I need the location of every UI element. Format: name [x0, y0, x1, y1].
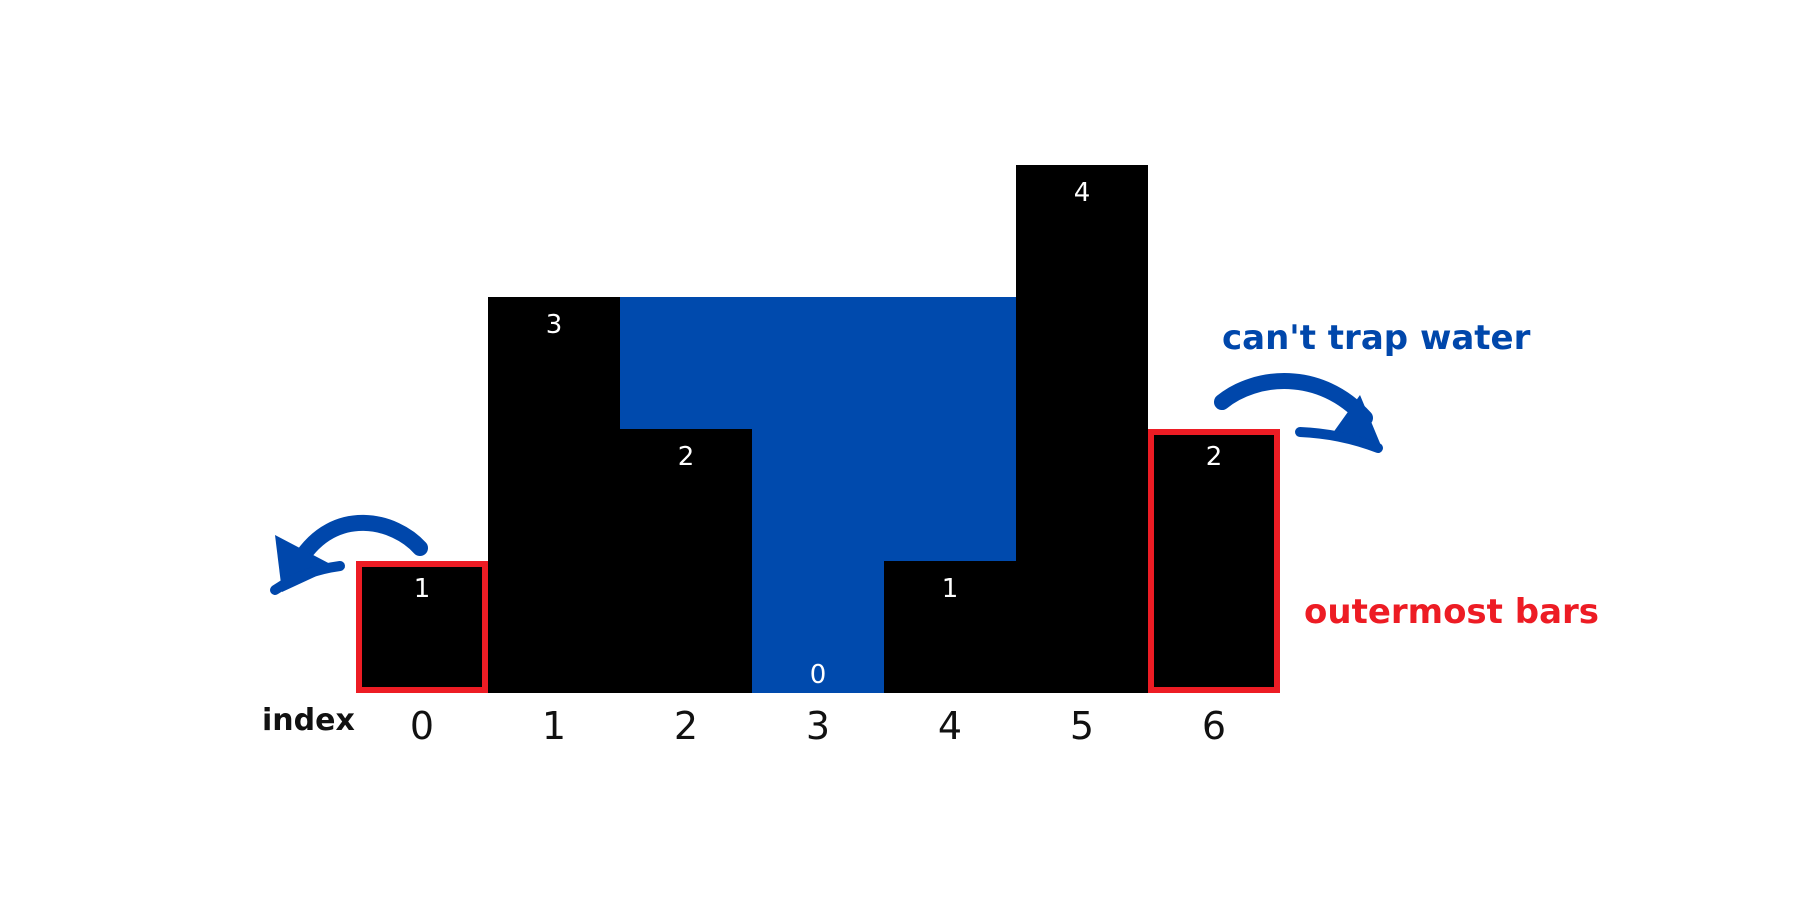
curved-arrow-left-icon	[270, 514, 428, 595]
index-label-1: 1	[542, 704, 566, 748]
bar-value-label-5: 4	[1074, 178, 1091, 208]
index-label-2: 2	[674, 704, 698, 748]
cant-trap-water-note: can't trap water	[1222, 318, 1531, 358]
bar-layer	[356, 165, 1280, 693]
water-fill-2	[620, 297, 752, 429]
bar-value-label-3: 0	[810, 660, 827, 690]
bar-4	[884, 561, 1016, 693]
index-axis-label: index	[262, 703, 355, 738]
water-fill-4	[884, 297, 1016, 561]
index-label-4: 4	[938, 704, 962, 748]
bar-value-label-1: 3	[546, 310, 563, 340]
index-label-6: 6	[1202, 704, 1226, 748]
bar-value-label-0: 1	[414, 574, 431, 604]
outermost-bars-note: outermost bars	[1304, 592, 1599, 632]
bar-6-highlighted	[1148, 429, 1280, 693]
bar-2	[620, 429, 752, 693]
index-label-3: 3	[806, 704, 830, 748]
bar-value-labels: 1 3 2 0 1 4 2	[414, 178, 1223, 690]
bar-0-highlighted	[356, 561, 488, 693]
bar-value-label-2: 2	[678, 442, 695, 472]
index-labels: 0 1 2 3 4 5 6	[410, 704, 1226, 748]
bar-value-label-6: 2	[1206, 442, 1223, 472]
bar-1	[488, 297, 620, 693]
bar-value-label-4: 1	[942, 574, 959, 604]
index-label-0: 0	[410, 704, 434, 748]
water-layer	[620, 297, 1016, 693]
index-label-5: 5	[1070, 704, 1094, 748]
curved-arrow-right-icon	[1214, 373, 1383, 453]
bar-5	[1016, 165, 1148, 693]
water-fill-3	[752, 297, 884, 693]
